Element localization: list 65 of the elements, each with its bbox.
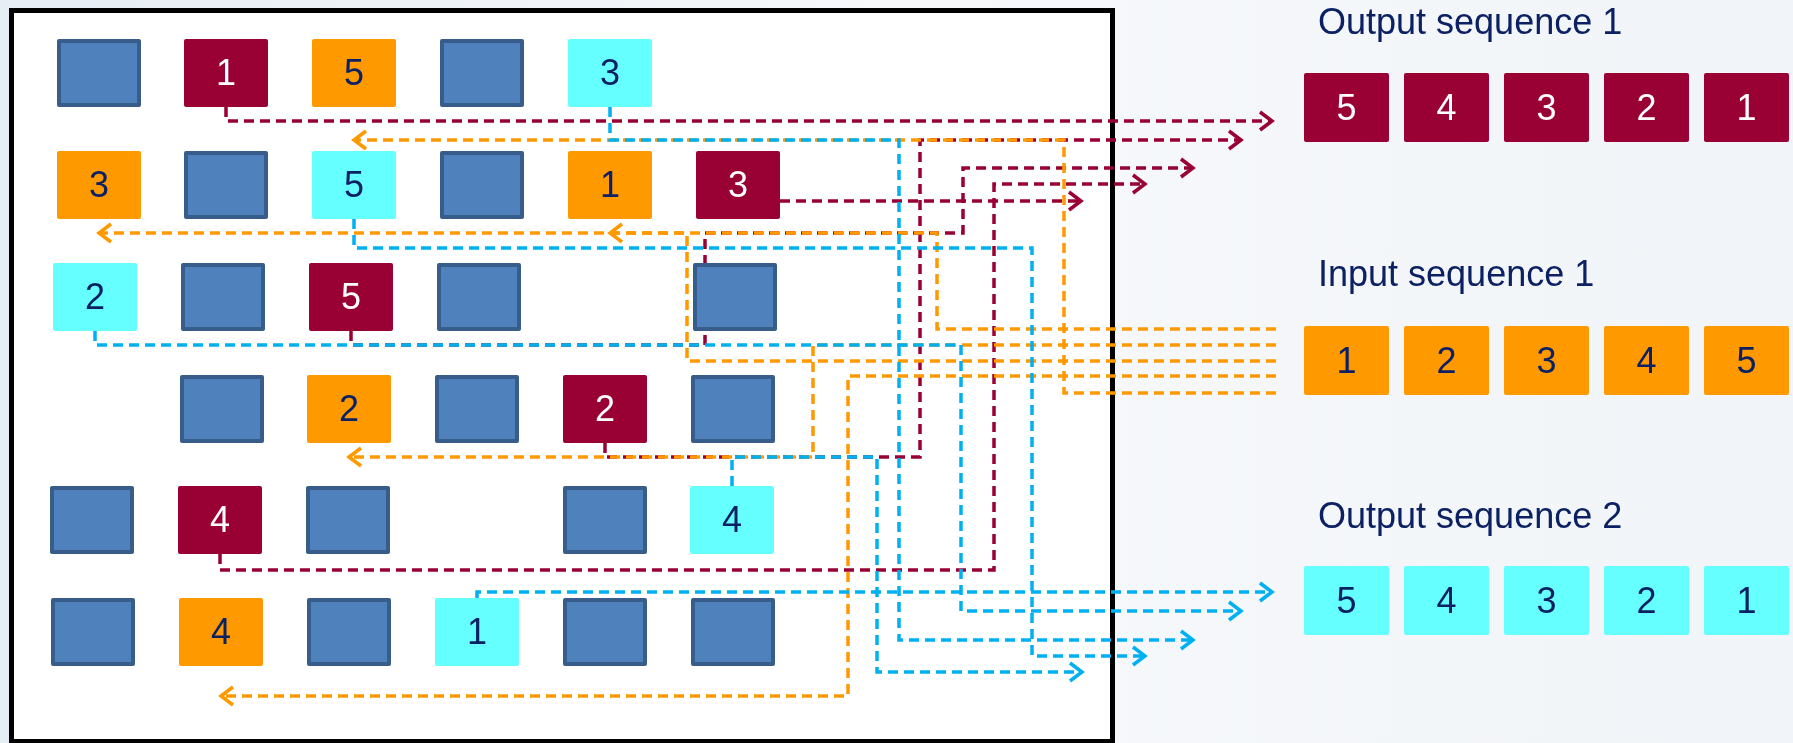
panel-frame xyxy=(9,8,1115,743)
empty-square xyxy=(181,263,265,331)
number-tile: 1 xyxy=(568,151,652,219)
empty-square xyxy=(180,375,264,443)
empty-square xyxy=(691,375,775,443)
empty-square xyxy=(693,263,777,331)
empty-square xyxy=(691,598,775,666)
number-tile: 1 xyxy=(435,598,519,666)
empty-square xyxy=(563,486,647,554)
empty-square xyxy=(440,39,524,107)
number-tile: 3 xyxy=(1504,326,1589,395)
number-tile: 5 xyxy=(1304,566,1389,635)
dashed-arrow xyxy=(608,107,1195,651)
number-tile: 4 xyxy=(178,486,262,554)
dashed-arrow xyxy=(730,455,1084,683)
number-tile: 1 xyxy=(1304,326,1389,395)
number-tile: 3 xyxy=(1504,73,1589,142)
dashed-arrow xyxy=(97,222,1276,363)
dashed-arrow xyxy=(352,129,1276,395)
dashed-arrow xyxy=(93,330,1243,622)
dashed-arrow xyxy=(224,107,1274,132)
number-tile: 1 xyxy=(1704,73,1789,142)
dashed-arrow xyxy=(347,343,1276,468)
dashed-arrow xyxy=(352,219,1147,667)
number-tile: 3 xyxy=(696,151,780,219)
number-tile: 2 xyxy=(1604,73,1689,142)
empty-square xyxy=(184,151,268,219)
number-tile: 3 xyxy=(1504,566,1589,635)
dashed-arrow xyxy=(219,374,1276,707)
number-tile: 5 xyxy=(309,263,393,331)
number-tile: 5 xyxy=(1304,73,1389,142)
number-tile: 3 xyxy=(57,151,141,219)
sequence-heading: Output sequence 1 xyxy=(1318,0,1623,44)
empty-square xyxy=(437,263,521,331)
empty-square xyxy=(563,598,647,666)
empty-square xyxy=(440,151,524,219)
empty-square xyxy=(57,39,141,107)
number-tile: 4 xyxy=(690,486,774,554)
number-tile: 4 xyxy=(1604,326,1689,395)
empty-square xyxy=(435,375,519,443)
dashed-arrow xyxy=(218,173,1147,572)
dashed-arrow xyxy=(603,129,1243,459)
dashed-arrow xyxy=(608,222,1276,331)
sequence-heading: Input sequence 1 xyxy=(1318,252,1595,296)
number-tile: 1 xyxy=(184,39,268,107)
dashed-arrow xyxy=(780,190,1083,212)
number-tile: 5 xyxy=(1704,326,1789,395)
number-tile: 5 xyxy=(312,151,396,219)
empty-square xyxy=(50,486,134,554)
number-tile: 2 xyxy=(307,375,391,443)
number-tile: 4 xyxy=(179,598,263,666)
number-tile: 2 xyxy=(1604,566,1689,635)
empty-square xyxy=(51,598,135,666)
dashed-arrow xyxy=(475,581,1274,603)
number-tile: 3 xyxy=(568,39,652,107)
number-tile: 4 xyxy=(1404,73,1489,142)
empty-square xyxy=(306,486,390,554)
number-tile: 1 xyxy=(1704,566,1789,635)
sequence-heading: Output sequence 2 xyxy=(1318,494,1623,538)
number-tile: 5 xyxy=(312,39,396,107)
number-tile: 2 xyxy=(53,263,137,331)
empty-square xyxy=(307,598,391,666)
number-tile: 2 xyxy=(1404,326,1489,395)
number-tile: 4 xyxy=(1404,566,1489,635)
number-tile: 2 xyxy=(563,375,647,443)
